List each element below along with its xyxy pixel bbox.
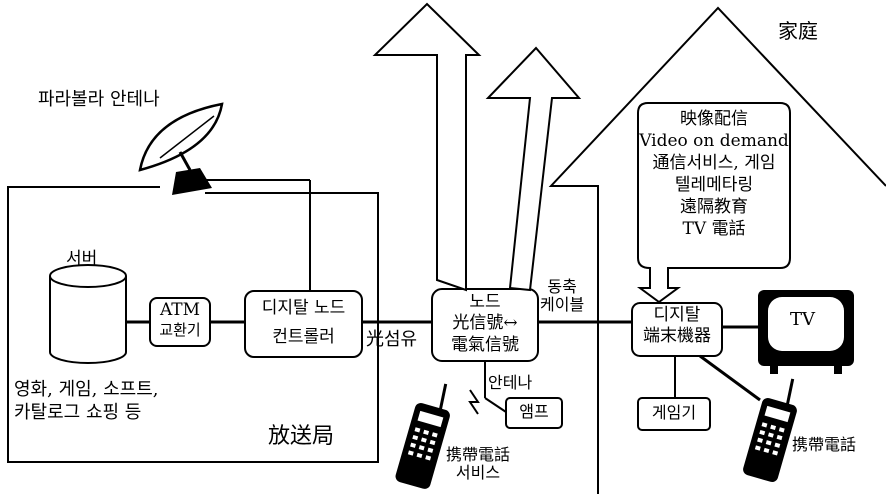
- content-label-line2: 카탈로그 쇼핑 등: [14, 402, 142, 424]
- services-bubble: [636, 102, 791, 304]
- server-label: 서버: [66, 249, 98, 269]
- atm-box: [149, 297, 211, 347]
- controller-box: [244, 290, 363, 358]
- terminal-box-label: 디지탈 端末機器: [632, 305, 722, 348]
- service-item: 텔레메타링: [674, 175, 754, 196]
- service-item: TV 電話: [682, 219, 746, 240]
- terminal-phone-line: [699, 354, 761, 402]
- node-box-label: 노드 光信號↔ 電氣信號: [432, 292, 538, 356]
- services-list: 映像配信 Video on demand 通信서비스, 게임 텔레메타링 遠隔教…: [638, 108, 790, 241]
- node-label-line2: 光信號↔: [452, 313, 518, 334]
- server-cylinder-icon: [49, 264, 127, 364]
- house-2-outline: [485, 46, 582, 292]
- controller-box-label: 디지탈 노드 컨트롤러: [245, 298, 362, 349]
- mobile-service-line2: 서비스: [455, 463, 501, 483]
- terminal-label-line1: 디지탈: [653, 305, 701, 325]
- controller-label-line1: 디지탈 노드: [261, 298, 346, 318]
- node-label-line3: 電氣信號: [451, 334, 519, 355]
- antenna-label: 안테나: [488, 373, 533, 392]
- mobile-phone-label: 携帶電話: [792, 435, 857, 454]
- amp-label: 앰프: [519, 402, 549, 421]
- parabola-antenna-label: 파라볼라 안테나: [38, 89, 160, 110]
- node-label-line1: 노드: [469, 292, 501, 312]
- terminal-label-line2: 端末機器: [643, 326, 711, 347]
- parabola-antenna-icon: [138, 102, 224, 195]
- atm-label-line1: ATM: [159, 300, 201, 320]
- coax-label-line1: 동축: [547, 277, 577, 296]
- optical-fiber-label: 光섬유: [366, 329, 418, 350]
- service-item: 映像配信: [680, 109, 748, 129]
- atm-box-label: ATM 교환기: [150, 300, 210, 340]
- atm-label-line2: 교환기: [159, 321, 201, 340]
- household-label: 家庭: [778, 19, 818, 43]
- household-outline: [548, 6, 886, 494]
- amp-box: [505, 397, 563, 429]
- service-item: 遠隔教育: [680, 197, 748, 218]
- content-label: 영화, 게임, 소프트, 카탈로그 쇼핑 등: [14, 378, 159, 425]
- terminal-box: [631, 302, 723, 357]
- mobile-service-label: 携帶電話 서비스: [446, 445, 511, 483]
- node-amp-line: [484, 397, 507, 413]
- content-label-line1: 영화, 게임, 소프트,: [14, 379, 159, 400]
- broadcaster-boundary: [7, 186, 379, 463]
- mobile-phone-household-icon: [743, 378, 797, 482]
- coax-label: 동축 케이블: [540, 277, 585, 315]
- service-item: Video on demand: [639, 131, 789, 152]
- tv-label: TV: [790, 309, 816, 330]
- radio-wave-icon: [468, 389, 480, 415]
- mobile-phone-service-icon: [395, 383, 450, 489]
- game-console-label: 게임기: [651, 403, 697, 422]
- mobile-service-line1: 携帶電話: [446, 445, 511, 464]
- tv-icon: [758, 290, 854, 374]
- controller-label-line2: 컨트롤러: [272, 327, 335, 348]
- coax-label-line2: 케이블: [540, 295, 585, 315]
- house-1-outline: [372, 2, 482, 292]
- broadcaster-label: 放送局: [268, 424, 335, 449]
- service-item: 通信서비스, 게임: [652, 153, 776, 174]
